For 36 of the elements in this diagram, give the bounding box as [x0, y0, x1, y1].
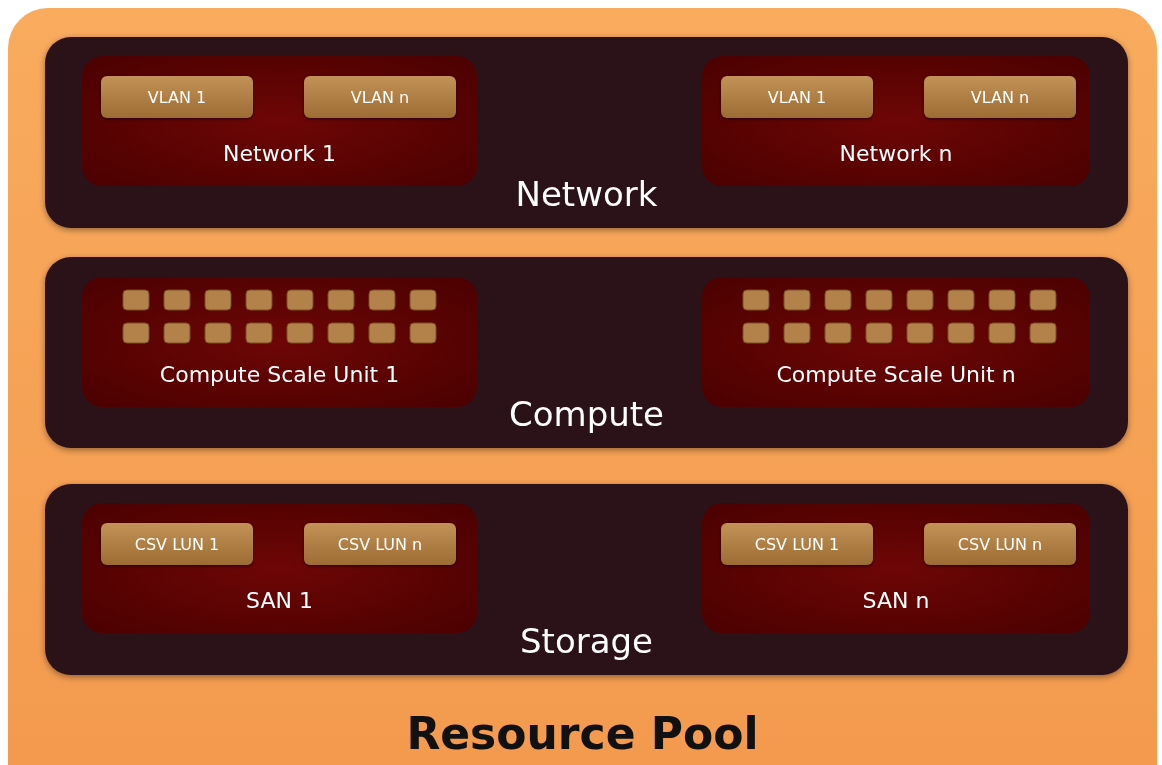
resource-box — [924, 76, 1076, 118]
box-label: CSV LUN 1 — [753, 534, 841, 554]
layer-title: Compute — [507, 394, 665, 434]
resource-box — [924, 523, 1076, 565]
box-label: VLAN 1 — [766, 87, 828, 107]
box-label: VLAN n — [349, 87, 411, 107]
box-label: Compute Scale Unit n — [775, 362, 1017, 387]
box-label: Network n — [838, 141, 954, 166]
group-box — [82, 277, 477, 407]
group-box — [702, 56, 1090, 186]
box-label: SAN n — [861, 588, 931, 613]
layer-band — [45, 257, 1128, 448]
resource-box — [721, 523, 873, 565]
box-label: VLAN n — [969, 87, 1031, 107]
layer-band — [45, 484, 1128, 675]
group-box — [702, 277, 1090, 407]
panel-title: Resource Pool — [405, 708, 760, 759]
layer-title: Storage — [519, 621, 654, 661]
group-box — [702, 503, 1090, 633]
box-label: VLAN 1 — [146, 87, 208, 107]
group-box — [82, 503, 477, 633]
resource-box — [101, 523, 253, 565]
resource-box — [721, 76, 873, 118]
group-box — [82, 56, 477, 186]
resource-pool-panel — [8, 8, 1157, 765]
box-label: Network 1 — [222, 141, 337, 166]
resource-box — [304, 523, 456, 565]
resource-box — [101, 76, 253, 118]
box-label: SAN 1 — [245, 588, 314, 613]
box-label: Compute Scale Unit 1 — [158, 362, 401, 387]
resource-box — [304, 76, 456, 118]
layer-band — [45, 37, 1128, 228]
box-label: CSV LUN 1 — [133, 534, 221, 554]
layer-title: Network — [514, 174, 659, 214]
box-label: CSV LUN n — [956, 534, 1044, 554]
box-label: CSV LUN n — [336, 534, 424, 554]
